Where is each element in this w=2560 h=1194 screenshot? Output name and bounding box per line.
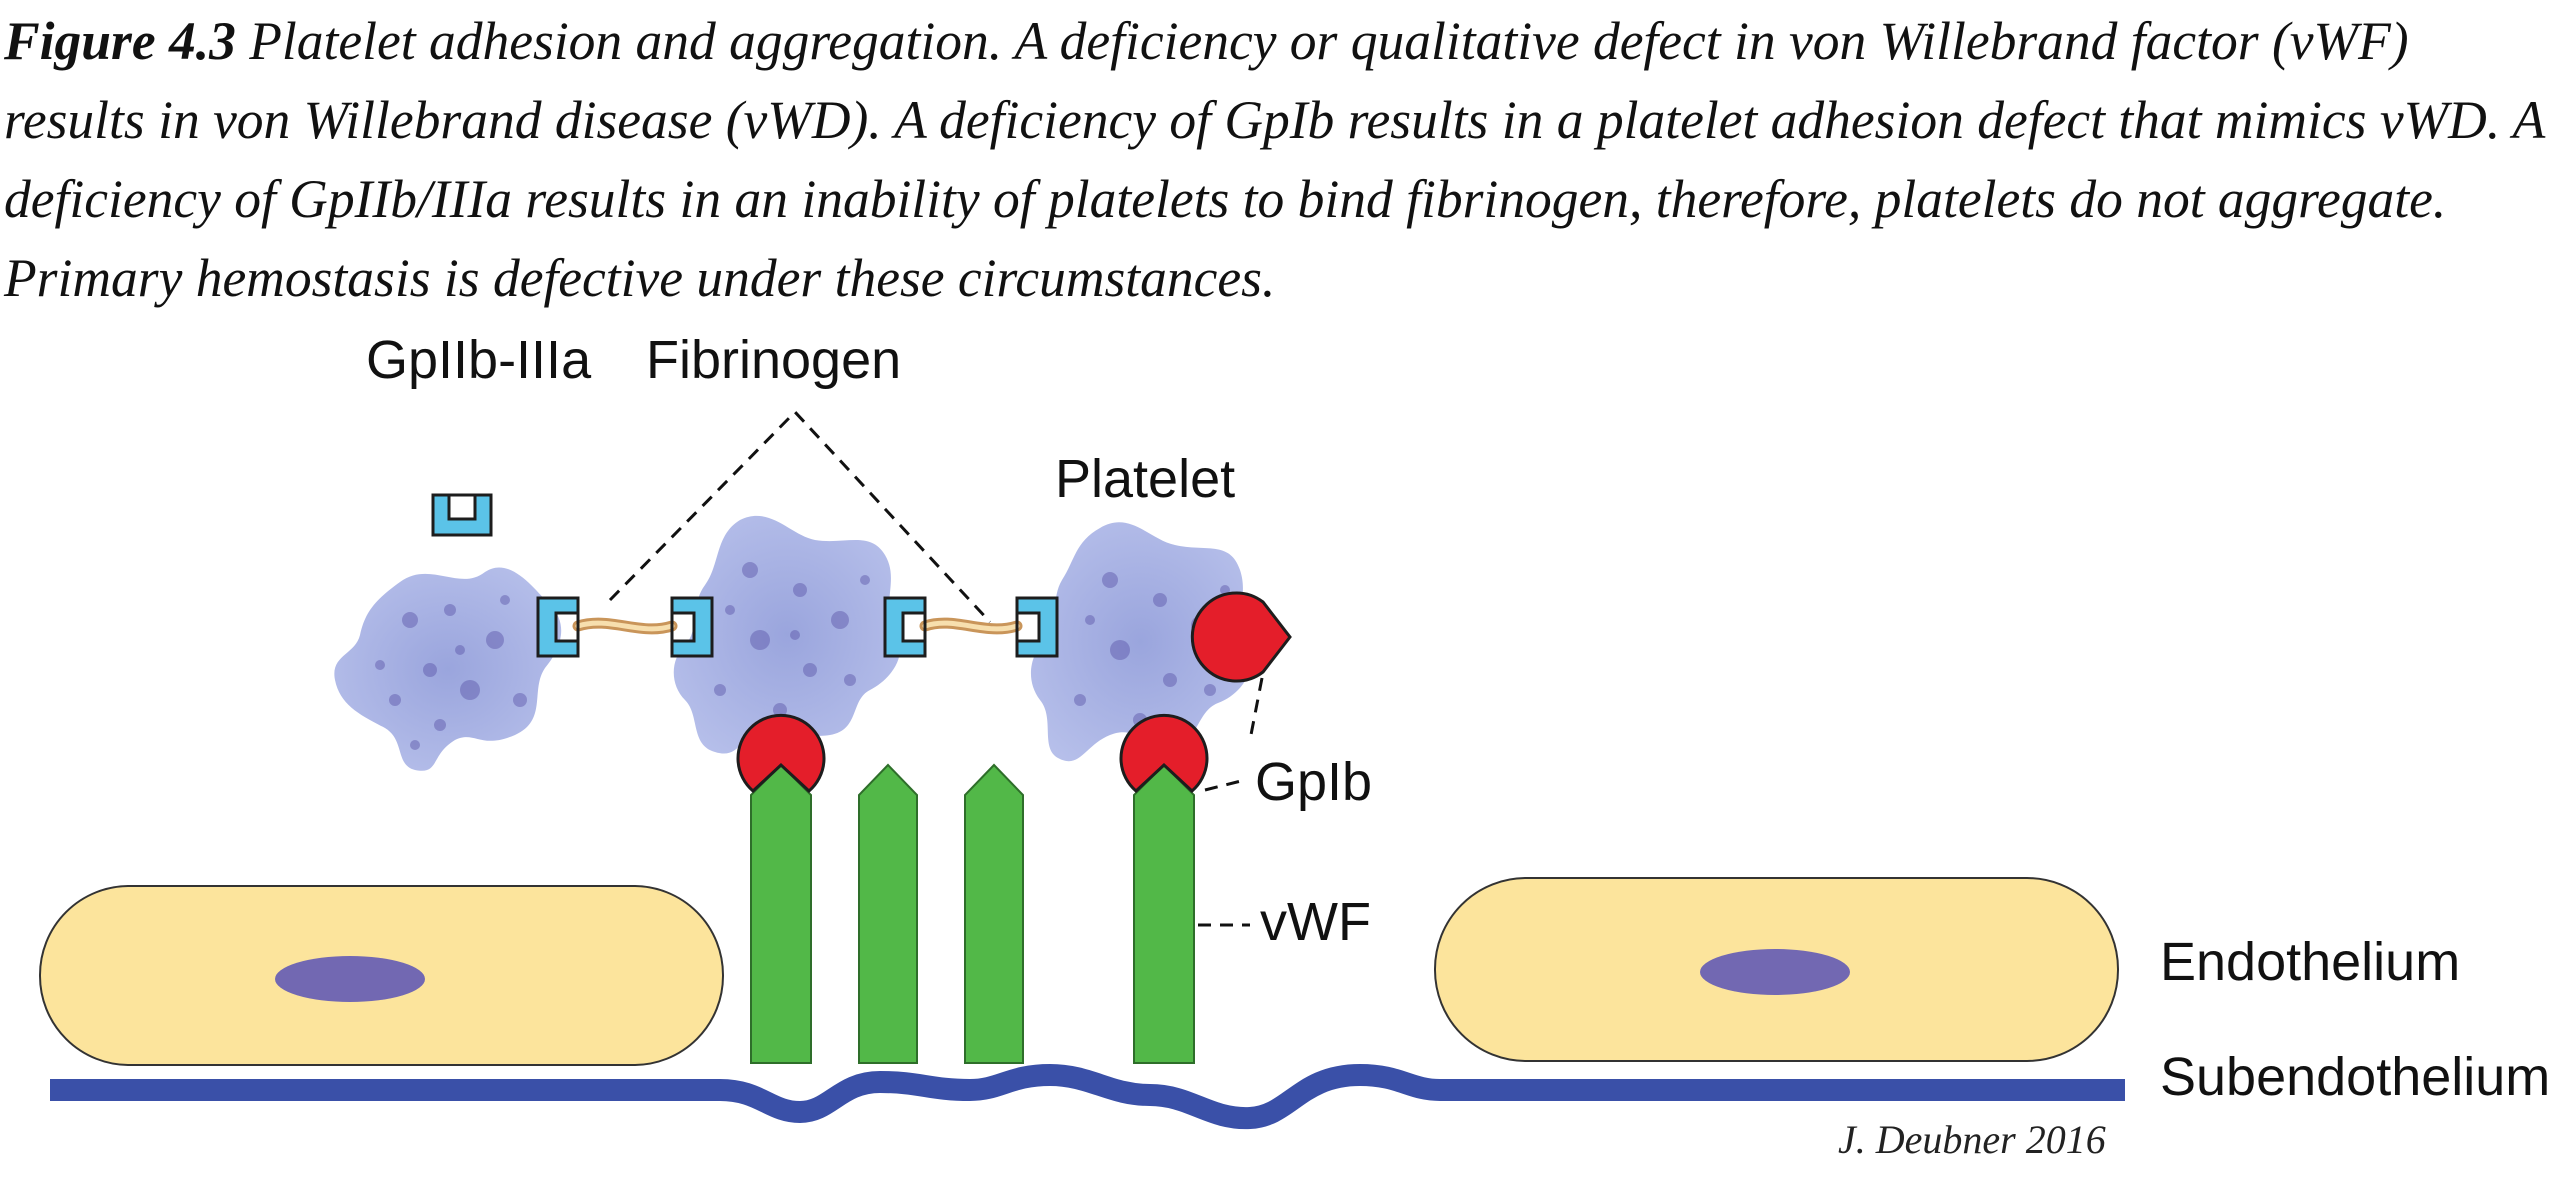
- platelet-2: [673, 515, 901, 754]
- gpiib-iiia-receptor-2: [670, 596, 714, 658]
- gpiib-iiia-receptors: [431, 493, 1059, 658]
- platelet-1: [334, 567, 562, 771]
- gpib-receptor-1: [736, 713, 826, 794]
- label-vwf: vWF: [1260, 892, 1371, 952]
- pointer-lines: [608, 409, 1264, 927]
- gpib-pointer-bottom: [1204, 778, 1246, 792]
- label-subendothelium: Subendothelium: [2160, 1047, 2550, 1107]
- gpiib-iiia-receptor-1: [536, 596, 580, 658]
- vwf-strand-3: [964, 763, 1024, 1064]
- nucleus-left: [275, 956, 425, 1002]
- label-gpib: GpIb: [1255, 752, 1372, 812]
- label-fibrinogen: Fibrinogen: [646, 330, 901, 390]
- vwf-strand-4: [1133, 763, 1195, 1064]
- label-gpiib-iiia: GpIIb-IIIa: [366, 330, 592, 390]
- fibrinogen-bridge-2: [919, 617, 1023, 635]
- subendothelium-band: [50, 1064, 2125, 1130]
- label-endothelium: Endothelium: [2160, 932, 2460, 992]
- figure-caption: Figure 4.3 Platelet adhesion and aggrega…: [4, 2, 2554, 318]
- fibrinogen-bridges: [572, 617, 1023, 635]
- gpiib-iiia-receptor-4: [1015, 596, 1059, 658]
- gpiib-iiia-receptor-top: [431, 493, 493, 537]
- fibrinogen-bridge-1: [572, 617, 678, 635]
- vwf-strand-1: [750, 763, 812, 1064]
- nucleus-right: [1700, 949, 1850, 995]
- gpib-receptor-2: [1119, 713, 1209, 794]
- gpiib-iiia-receptor-3: [883, 596, 927, 658]
- endothelial-cell-right: [1434, 877, 2119, 1062]
- label-platelet: Platelet: [1055, 449, 1235, 509]
- caption-text: Platelet adhesion and aggregation. A def…: [4, 11, 2545, 308]
- endothelial-cell-left: [39, 885, 724, 1066]
- figure-label: Figure 4.3: [4, 11, 236, 71]
- gpib-receptor-3: [1190, 591, 1292, 683]
- author-signature: J. Deubner 2016: [1838, 1117, 2106, 1162]
- vwf-strand-2: [858, 763, 918, 1064]
- gpib-receptors: [736, 591, 1292, 794]
- gpib-pointer-top: [1248, 677, 1264, 741]
- vwf-strands: [750, 763, 1195, 1064]
